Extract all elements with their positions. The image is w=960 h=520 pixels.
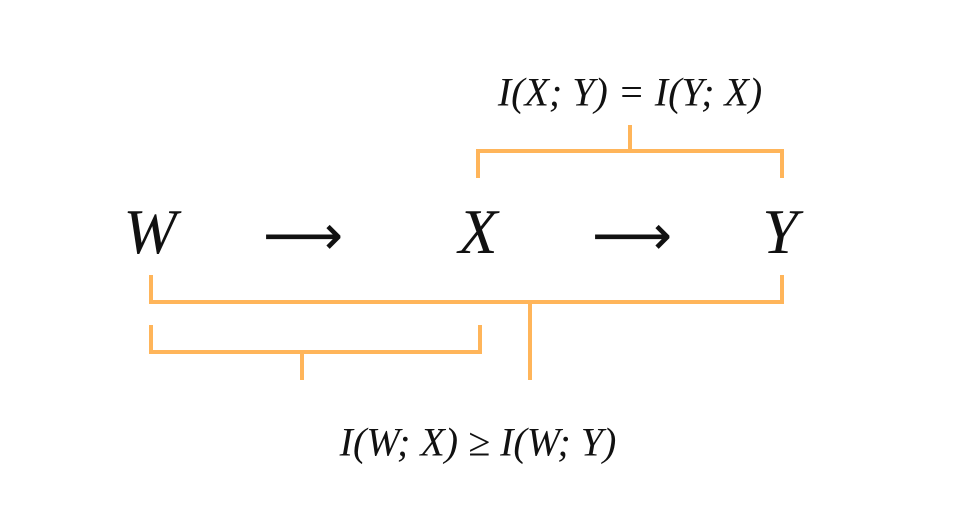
data-processing-inequality-formula: I(W; X) ≥ I(W; Y) (339, 419, 617, 465)
bracket-wx (149, 325, 482, 380)
bracket-wy (149, 275, 784, 380)
arrow-right-icon: ⟶ (262, 203, 344, 269)
mutual-info-symmetry-formula: I(X; Y) = I(Y; X) (497, 69, 763, 115)
variable-x: X (458, 196, 498, 267)
variable-w: W (123, 196, 177, 267)
bracket-xy (476, 125, 784, 178)
variable-y: Y (762, 196, 798, 267)
arrow-right-icon: ⟶ (591, 203, 673, 269)
